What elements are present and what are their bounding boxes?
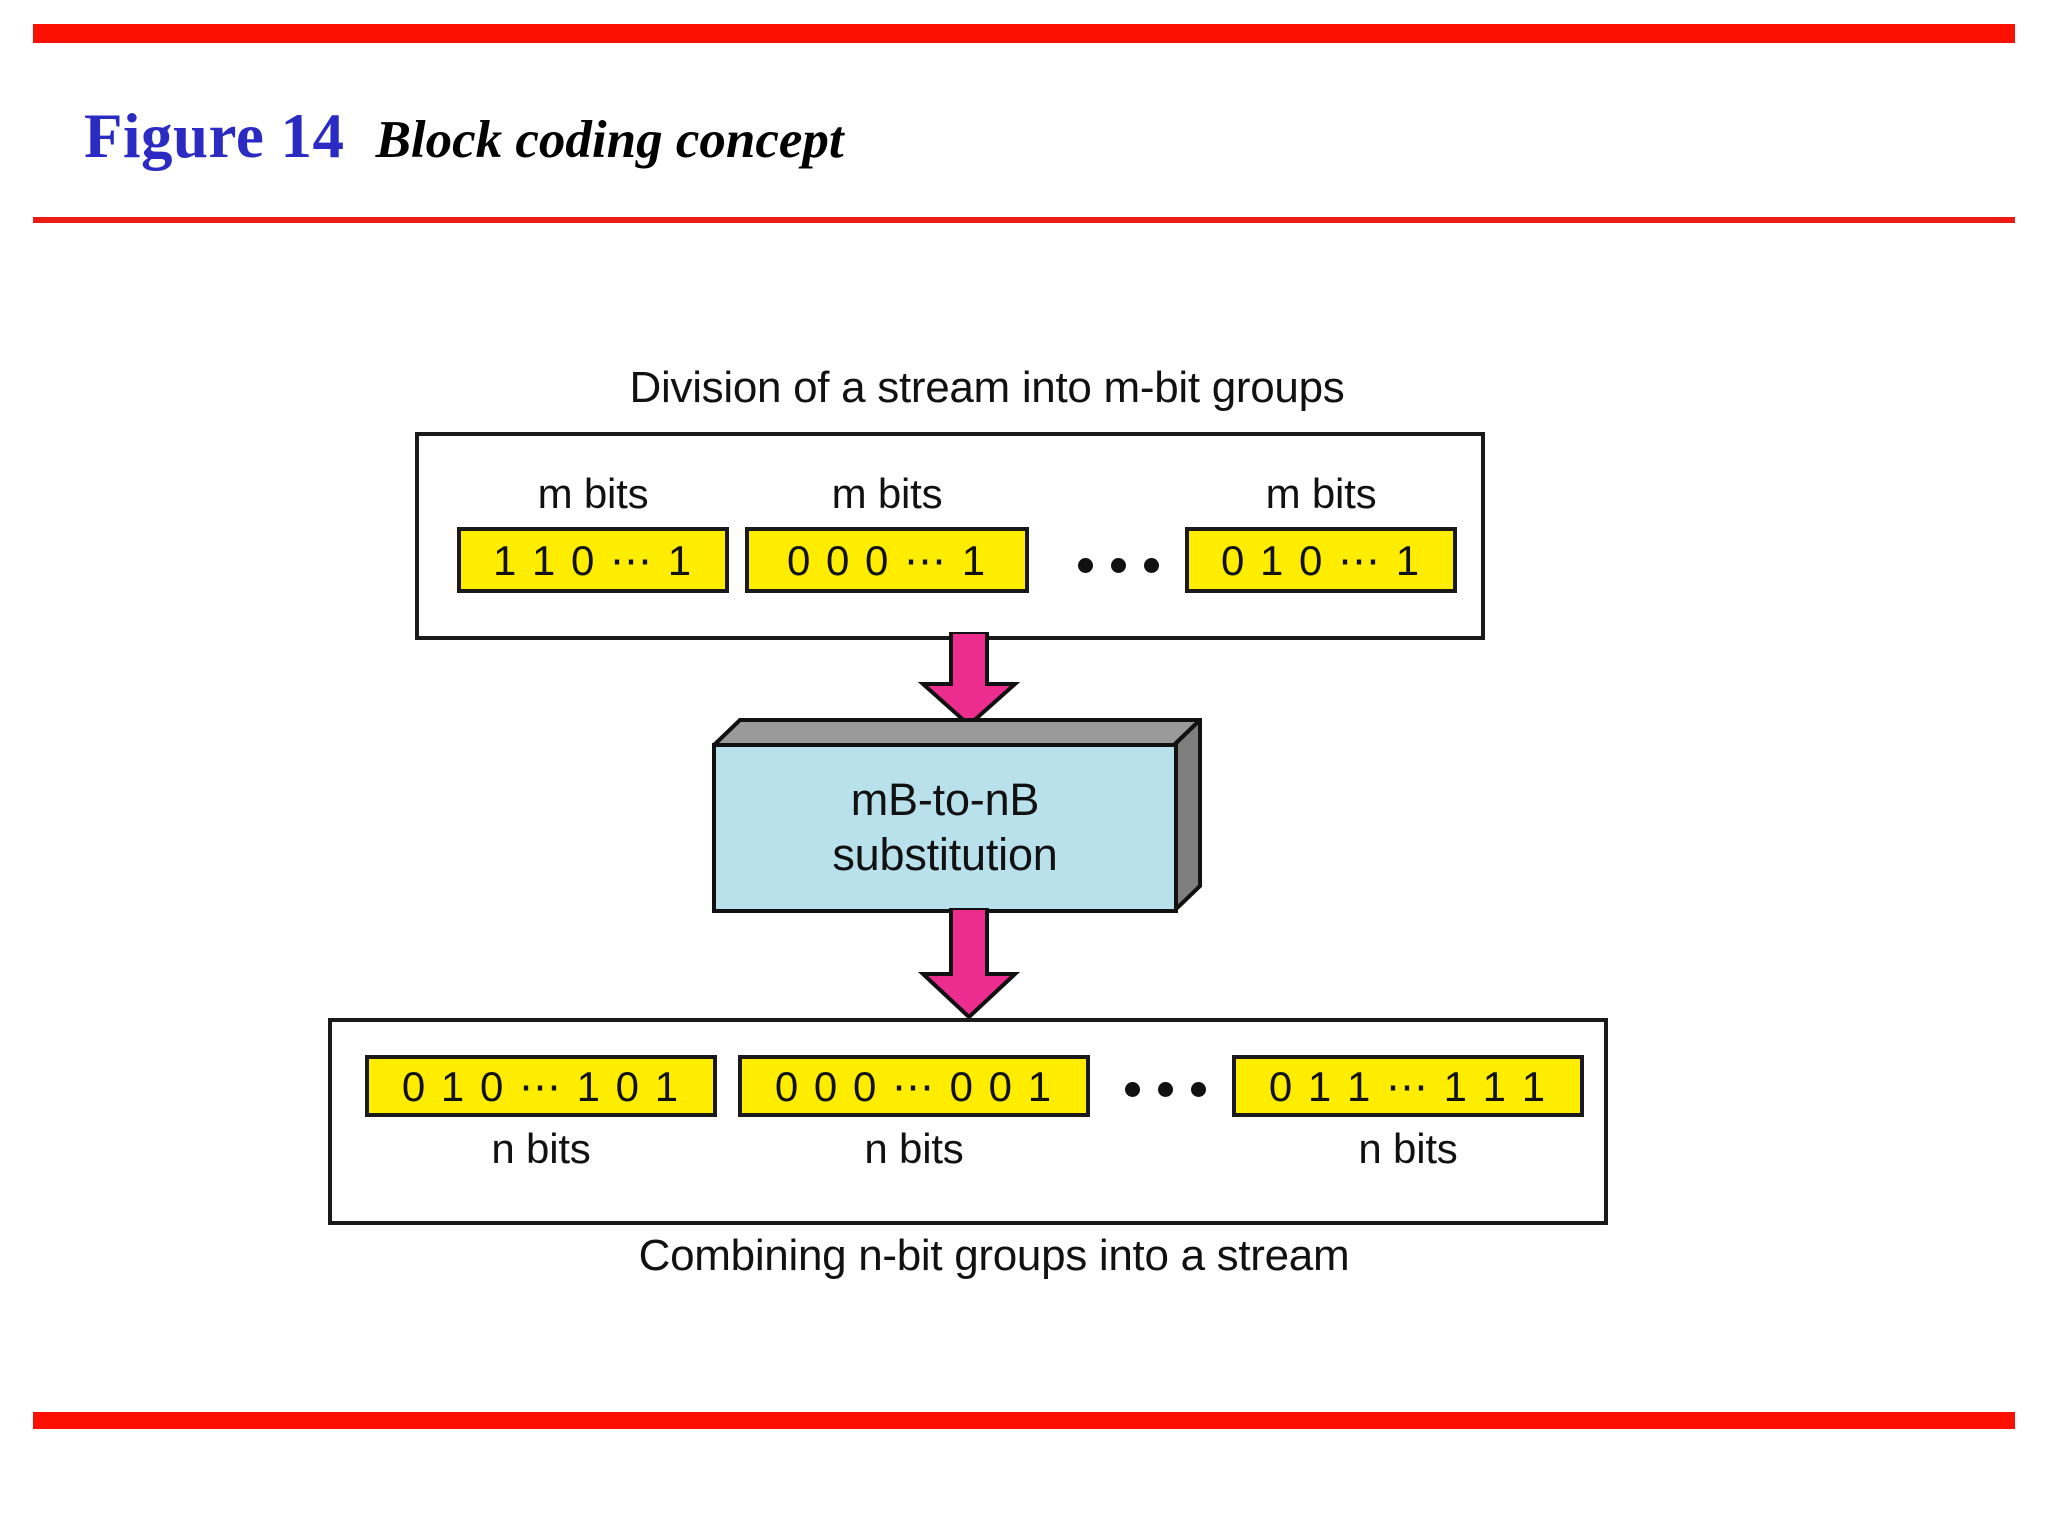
input-group-1-label: m bits xyxy=(537,470,649,517)
output-stream-caption: Combining n-bit groups into a stream xyxy=(638,1231,1350,1280)
input-stream-ellipsis-icon xyxy=(1078,558,1159,573)
processor-label-line1: mB-to-nB xyxy=(850,774,1040,826)
output-group-3-label: n bits xyxy=(1358,1125,1458,1172)
header-rule-top xyxy=(33,24,2015,43)
figure-number: Figure 14 xyxy=(84,101,345,171)
figure-caption: Block coding concept xyxy=(375,111,844,169)
output-group-1-label: n bits xyxy=(491,1125,591,1172)
input-group-1-bits: 1 1 0 ⋯ 1 xyxy=(457,527,729,593)
output-stream-frame xyxy=(328,1018,1608,1225)
input-group-3-label: m bits xyxy=(1265,470,1377,517)
output-group-1-bits: 0 1 0 ⋯ 1 0 1 xyxy=(365,1055,717,1117)
output-group-3: n bits 0 1 1 ⋯ 1 1 1 xyxy=(1232,1055,1584,1173)
footer-rule xyxy=(33,1412,2015,1429)
page-title: Figure 14 Block coding concept xyxy=(84,100,844,173)
mb-to-nb-processor-block: mB-to-nB substitution xyxy=(712,718,1202,913)
input-group-2: m bits 0 0 0 ⋯ 1 xyxy=(745,470,1029,593)
input-group-2-label: m bits xyxy=(831,470,943,517)
input-group-2-bits: 0 0 0 ⋯ 1 xyxy=(745,527,1029,593)
input-stream-caption: Division of a stream into m-bit groups xyxy=(629,363,1345,412)
arrow-down-to-output xyxy=(917,908,1021,1020)
input-group-3: m bits 0 1 0 ⋯ 1 xyxy=(1185,470,1457,593)
header-rule-bottom xyxy=(33,217,2015,223)
output-group-3-bits: 0 1 1 ⋯ 1 1 1 xyxy=(1232,1055,1584,1117)
output-group-2: n bits 0 0 0 ⋯ 0 0 1 xyxy=(738,1055,1090,1173)
processor-block-face: mB-to-nB substitution xyxy=(712,743,1178,913)
output-group-2-label: n bits xyxy=(864,1125,964,1172)
arrow-down-to-processor xyxy=(917,632,1021,728)
output-stream-ellipsis-icon xyxy=(1125,1082,1206,1097)
input-group-3-bits: 0 1 0 ⋯ 1 xyxy=(1185,527,1457,593)
input-group-1: m bits 1 1 0 ⋯ 1 xyxy=(457,470,729,593)
processor-label-line2: substitution xyxy=(832,829,1058,880)
output-group-1: n bits 0 1 0 ⋯ 1 0 1 xyxy=(365,1055,717,1173)
output-group-2-bits: 0 0 0 ⋯ 0 0 1 xyxy=(738,1055,1090,1117)
